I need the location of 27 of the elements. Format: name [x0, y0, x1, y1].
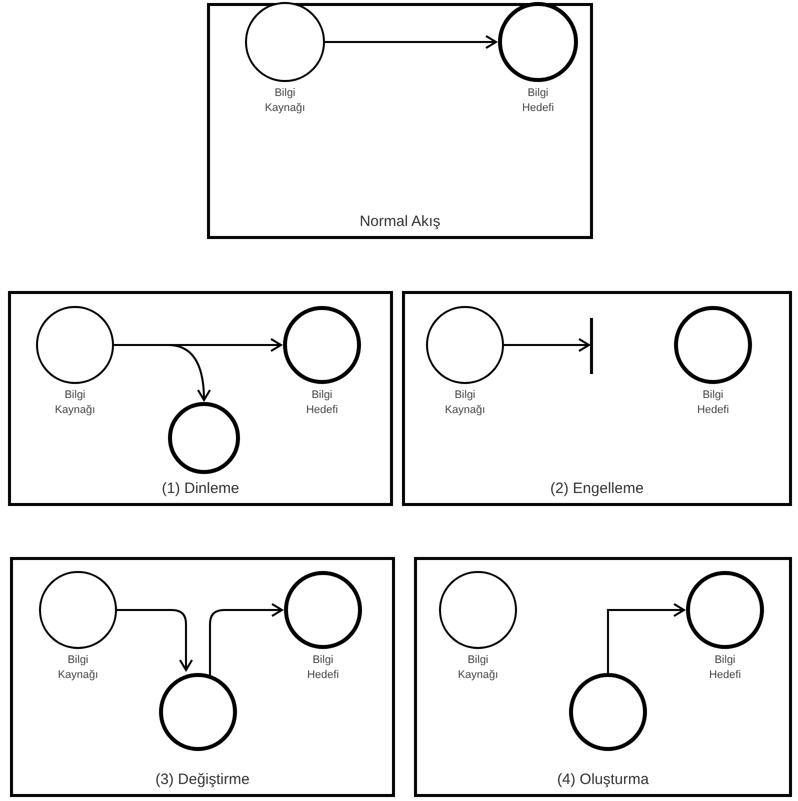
node-caption: Bilgi Hedefi — [696, 388, 730, 418]
panel-caption: (2) Engelleme — [550, 478, 644, 498]
panel-caption: (4) Oluşturma — [557, 770, 649, 790]
arrow — [607, 603, 685, 673]
panel-frame — [402, 291, 792, 506]
node-caption: Bilgi Hedefi — [305, 388, 339, 418]
node-caption: Bilgi Hedefi — [306, 653, 340, 683]
panel-caption: (3) Değiştirme — [155, 770, 250, 790]
node-caption: Bilgi Hedefi — [521, 86, 555, 116]
panel-frame — [207, 3, 593, 239]
panel-frame — [10, 557, 395, 797]
blocking-bar — [590, 318, 593, 374]
panel-caption: Normal Akış — [360, 212, 440, 232]
arrow — [209, 603, 283, 675]
panel-frame — [414, 557, 792, 797]
panel-caption: (1) Dinleme — [162, 478, 240, 498]
node-caption: Bilgi Kaynağı — [444, 388, 486, 418]
node-caption: Bilgi Kaynağı — [54, 388, 96, 418]
node-caption: Bilgi Hedefi — [708, 653, 742, 683]
node-caption: Bilgi Kaynağı — [56, 653, 100, 683]
node-caption: Bilgi Kaynağı — [456, 653, 500, 683]
arrow — [114, 344, 211, 401]
arrow — [504, 338, 590, 352]
panel-frame — [8, 291, 393, 506]
arrow — [117, 609, 193, 671]
arrow — [325, 35, 497, 49]
node-caption: Bilgi Kaynağı — [264, 86, 306, 116]
